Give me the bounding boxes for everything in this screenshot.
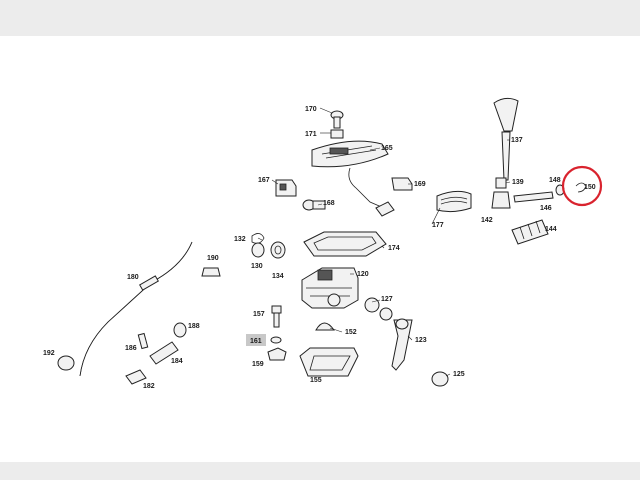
label-161-shade	[246, 334, 266, 346]
part-171-cap[interactable]	[330, 129, 344, 139]
label-148: 148	[549, 177, 561, 184]
label-150: 150	[584, 184, 596, 191]
label-125: 125	[453, 371, 465, 378]
part-123-shift-arm[interactable]	[391, 318, 413, 371]
part-150-clip[interactable]	[575, 182, 587, 193]
label-161: 161	[250, 338, 262, 345]
part-169-connector[interactable]	[391, 177, 413, 191]
label-137: 137	[511, 137, 523, 144]
label-180: 180	[127, 274, 139, 281]
part-130-bushing[interactable]	[251, 242, 265, 258]
label-188: 188	[188, 323, 200, 330]
part-157-bolt[interactable]	[271, 305, 282, 328]
label-177: 177	[432, 222, 444, 229]
label-186: 186	[125, 345, 137, 352]
part-137-shift-lever[interactable]	[493, 97, 519, 181]
label-182: 182	[143, 383, 155, 390]
label-123: 123	[415, 337, 427, 344]
part-142-lever-base[interactable]	[491, 191, 511, 209]
part-168-bolt[interactable]	[302, 199, 326, 211]
part-127-bushing[interactable]	[364, 297, 393, 321]
part-134-bushing[interactable]	[270, 241, 286, 259]
label-171: 171	[305, 131, 317, 138]
label-159: 159	[252, 361, 264, 368]
part-177-cover[interactable]	[436, 190, 472, 213]
label-167: 167	[258, 177, 270, 184]
highlight-circle-150	[561, 165, 603, 207]
part-184-rod[interactable]	[149, 341, 179, 365]
part-159-clip[interactable]	[267, 347, 287, 361]
part-190-grommet[interactable]	[201, 267, 221, 277]
label-190: 190	[207, 255, 219, 262]
label-132: 132	[234, 236, 246, 243]
parts-diagram-sheet: 170 171 165 137 167 168 169 139 146 146 …	[0, 36, 640, 462]
label-139: 139	[512, 179, 524, 186]
part-161-washer[interactable]	[270, 336, 282, 344]
part-192-grommet[interactable]	[57, 355, 75, 371]
exploded-parts-diagram: 170 171 165 137 167 168 169 139 146 146 …	[43, 97, 603, 390]
label-169: 169	[414, 181, 426, 188]
part-165-shift-housing[interactable]	[311, 140, 395, 217]
part-180-shift-cable[interactable]	[79, 241, 193, 377]
part-188-bushing[interactable]	[173, 322, 187, 338]
leader-lines	[257, 107, 511, 377]
part-146-pin[interactable]	[513, 191, 554, 203]
part-132-clip[interactable]	[251, 233, 265, 244]
part-170-screw[interactable]	[330, 110, 344, 129]
label-157: 157	[253, 311, 265, 318]
label-184: 184	[171, 358, 183, 365]
label-130: 130	[251, 263, 263, 270]
label-174: 174	[388, 245, 400, 252]
label-127: 127	[381, 296, 393, 303]
label-170: 170	[305, 106, 317, 113]
part-125-grommet[interactable]	[431, 371, 449, 387]
label-120: 120	[357, 271, 369, 278]
label-144: 144	[545, 226, 557, 233]
part-182-clip[interactable]	[125, 369, 147, 385]
label-165: 165	[381, 145, 393, 152]
part-labels: 170 171 165 137 167 168 169 139 146 146 …	[43, 106, 596, 390]
label-168: 168	[323, 200, 335, 207]
part-174-gasket[interactable]	[303, 231, 387, 257]
part-120-selector-housing[interactable]	[301, 267, 359, 309]
label-146-lower: 146	[540, 205, 552, 212]
label-142: 142	[481, 217, 493, 224]
label-152: 152	[345, 329, 357, 336]
part-139-bushing[interactable]	[495, 177, 507, 189]
label-134: 134	[272, 273, 284, 280]
label-192: 192	[43, 350, 55, 357]
part-186-pin[interactable]	[137, 332, 149, 350]
label-155: 155	[310, 377, 322, 384]
part-167-bracket[interactable]	[275, 179, 297, 197]
part-152-mount[interactable]	[315, 322, 335, 331]
part-144-boot[interactable]	[511, 219, 549, 245]
part-155-plate[interactable]	[299, 347, 359, 377]
